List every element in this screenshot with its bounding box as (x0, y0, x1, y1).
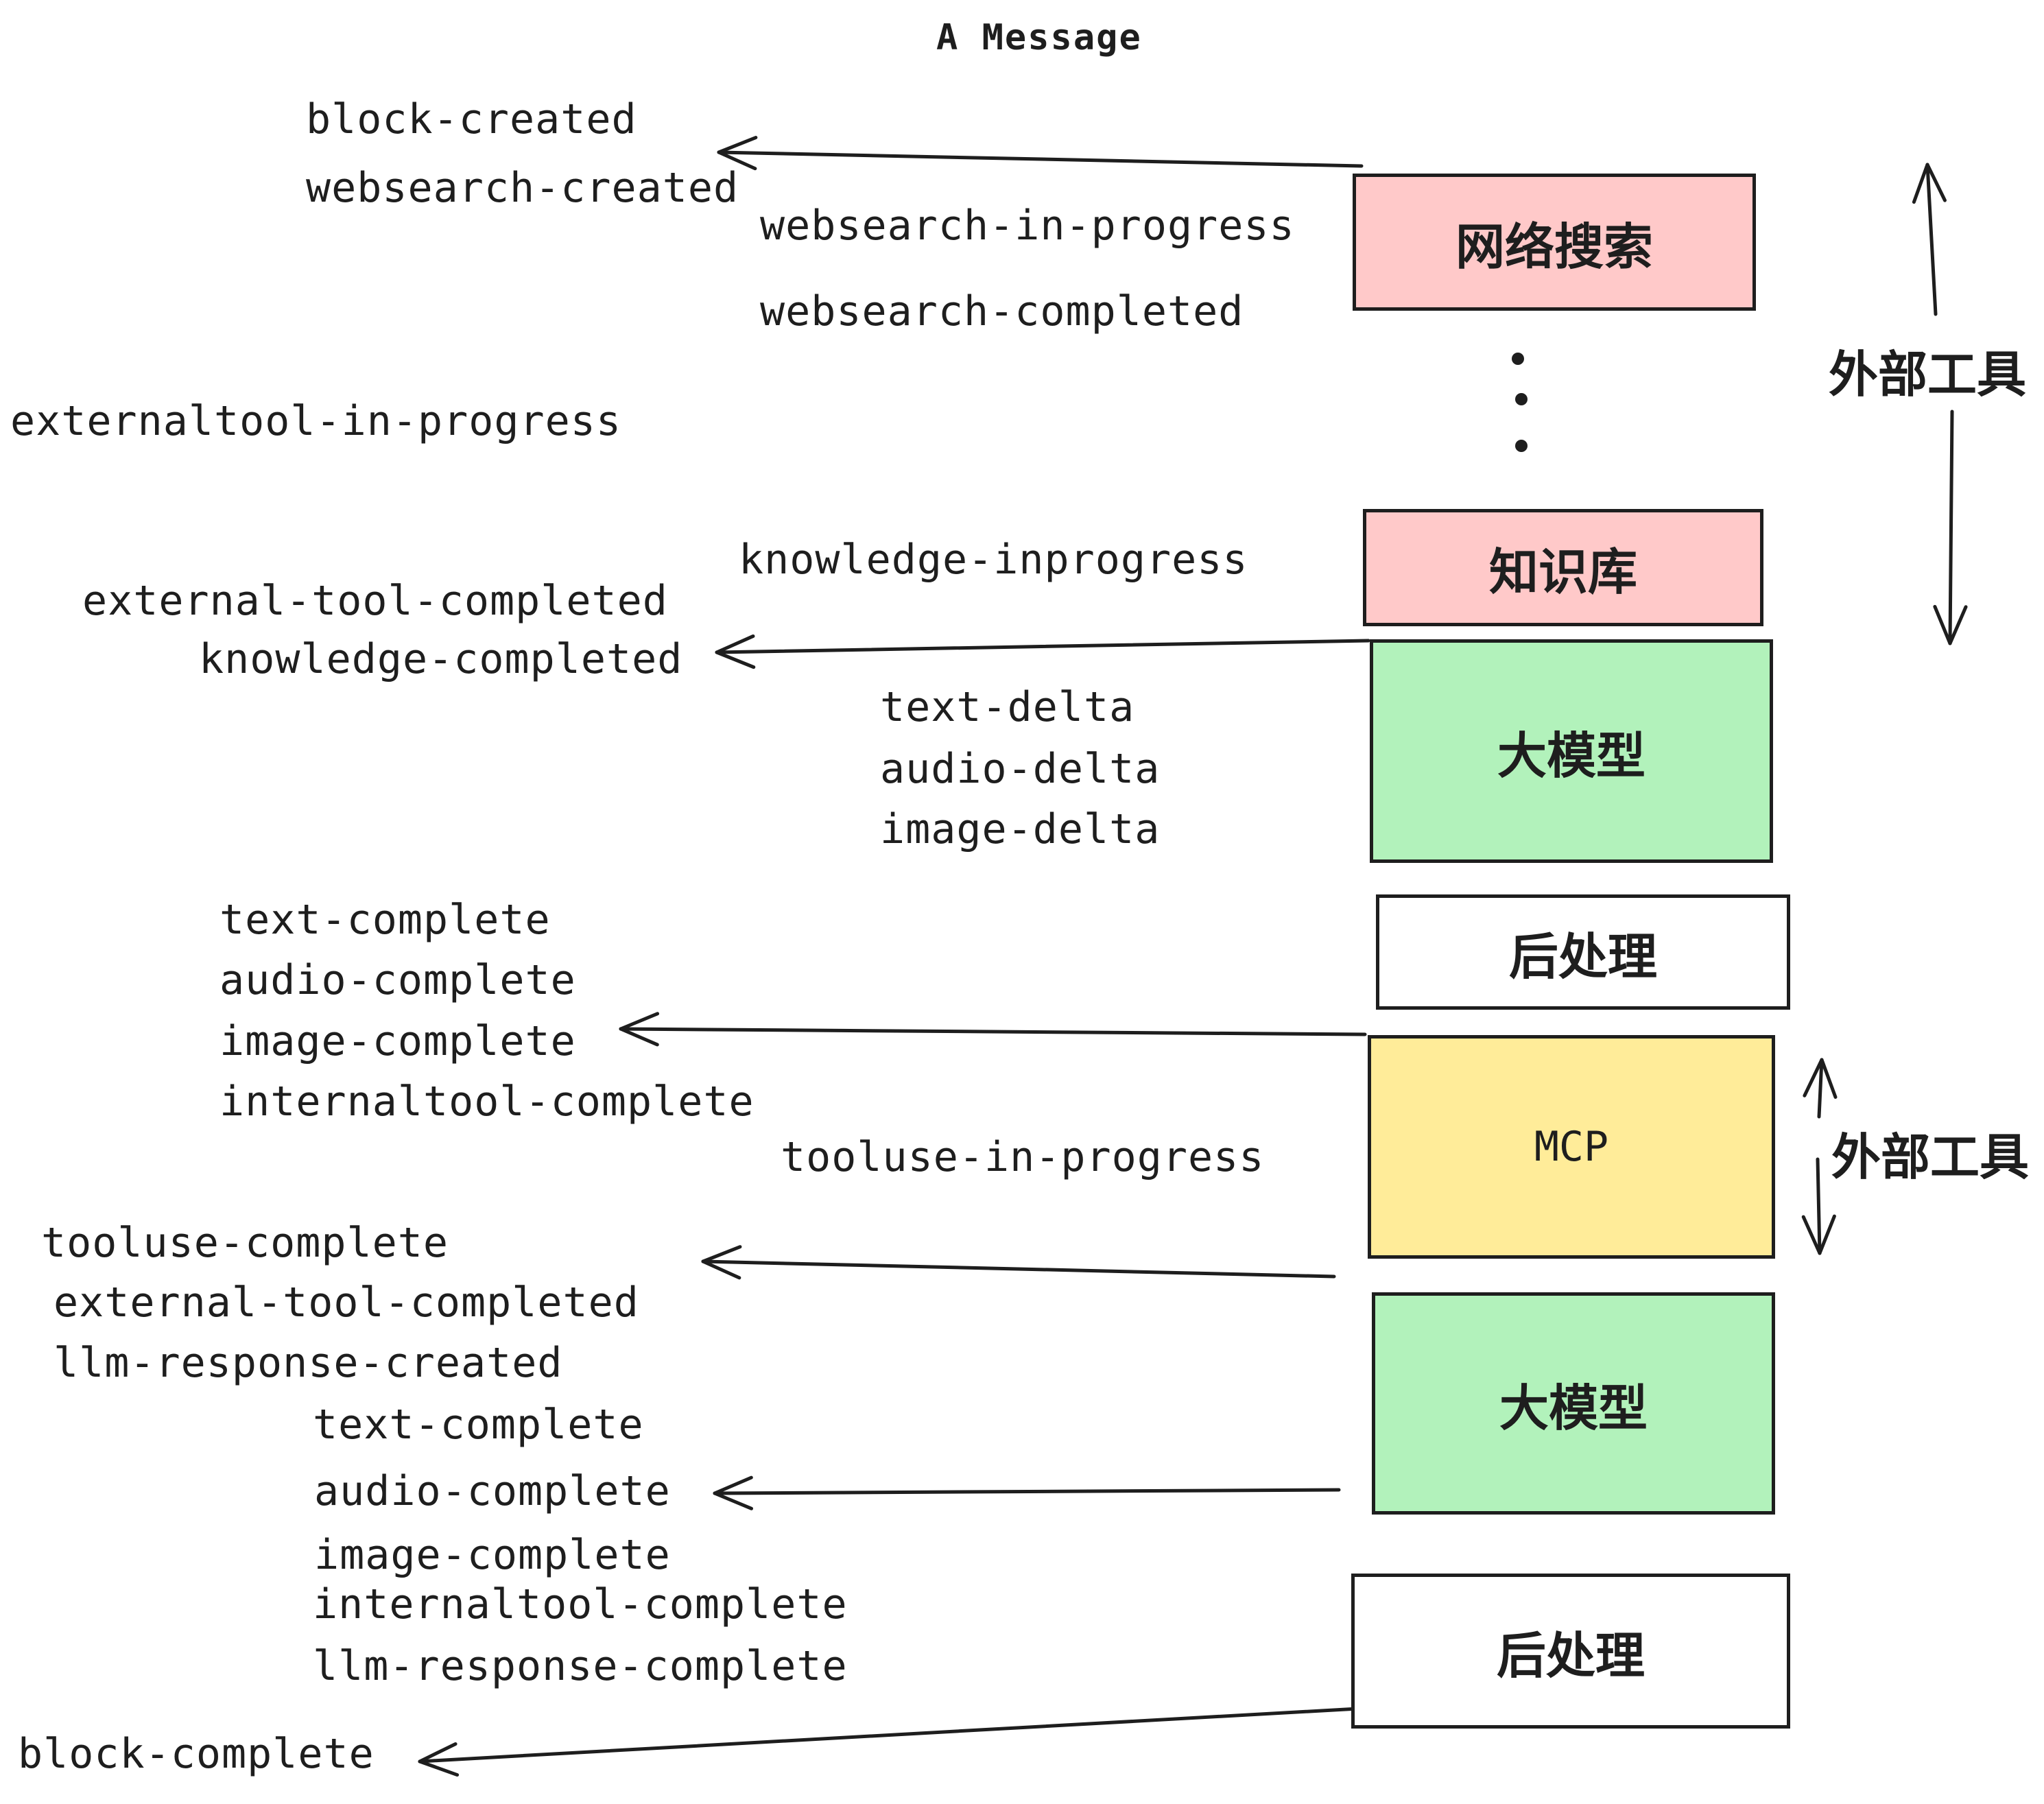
arrow-to-block-created (717, 136, 1364, 171)
event-websearch-in-progress: websearch-in-progress (760, 202, 1295, 250)
event-external-tool-completed: external-tool-completed (82, 577, 668, 625)
node-label: 知识库 (1488, 543, 1637, 601)
event-audio-delta: audio-delta (880, 745, 1161, 793)
arrow-external-tools-2-down (1801, 1157, 1836, 1255)
event-internaltool-complete: internaltool-complete (313, 1580, 848, 1628)
arrow-external-tools-2-up (1803, 1058, 1838, 1119)
event-text-complete: text-complete (219, 896, 551, 944)
event-tooluse-in-progress: tooluse-in-progress (781, 1133, 1265, 1181)
ellipsis-dot (1515, 440, 1528, 452)
event-llm-response-complete: llm-response-complete (313, 1642, 848, 1690)
event-text-complete: text-complete (313, 1401, 644, 1449)
arrow-to-image-complete (619, 1012, 1367, 1047)
side-label-external-tools-2: 外部工具 (1831, 1128, 2030, 1186)
node-label: 网络搜索 (1455, 217, 1653, 276)
node-label: MCP (1534, 1123, 1609, 1171)
node-label: 大模型 (1499, 1379, 1648, 1437)
event-image-complete: image-complete (314, 1531, 671, 1579)
event-knowledge-inprogress: knowledge-inprogress (739, 536, 1248, 584)
arrow-to-tooluse-complete (701, 1245, 1336, 1280)
arrow-external-tools-1-up (1912, 163, 1947, 316)
arrow-external-tools-1-down (1933, 410, 1968, 645)
event-websearch-completed: websearch-completed (760, 287, 1244, 335)
event-websearch-created: websearch-created (306, 164, 739, 212)
node-postprocess-1: 后处理 (1376, 894, 1790, 1010)
node-websearch: 网络搜索 (1353, 174, 1756, 311)
arrow-to-knowledge-completed (715, 634, 1370, 669)
node-llm-1: 大模型 (1370, 639, 1773, 863)
node-postprocess-2: 后处理 (1351, 1574, 1790, 1729)
ellipsis-dot (1512, 353, 1524, 365)
event-image-complete: image-complete (219, 1017, 576, 1065)
event-block-created: block-created (306, 95, 637, 143)
ellipsis-dot (1515, 393, 1528, 405)
event-audio-complete: audio-complete (314, 1467, 671, 1515)
side-label-external-tools-1: 外部工具 (1829, 346, 2027, 403)
node-label: 大模型 (1497, 726, 1645, 785)
event-tooluse-complete: tooluse-complete (41, 1219, 449, 1267)
event-externaltool-in-progress: externaltool-in-progress (10, 397, 621, 445)
diagram-title: A Message (936, 17, 1142, 58)
arrow-to-block-complete (418, 1705, 1384, 1777)
node-llm-2: 大模型 (1372, 1292, 1775, 1515)
event-audio-complete: audio-complete (219, 956, 576, 1004)
node-knowledge: 知识库 (1363, 509, 1763, 626)
event-text-delta: text-delta (880, 683, 1135, 731)
event-block-complete: block-complete (18, 1730, 375, 1778)
event-image-delta: image-delta (880, 805, 1161, 853)
event-external-tool-completed: external-tool-completed (54, 1279, 639, 1327)
event-internaltool-complete: internaltool-complete (219, 1078, 754, 1126)
event-llm-response-created: llm-response-created (54, 1339, 563, 1387)
node-label: 后处理 (1496, 1626, 1645, 1685)
event-knowledge-completed: knowledge-completed (199, 635, 683, 683)
node-label: 后处理 (1508, 927, 1657, 986)
arrow-to-audio-complete (713, 1475, 1341, 1510)
node-mcp: MCP (1368, 1035, 1775, 1259)
